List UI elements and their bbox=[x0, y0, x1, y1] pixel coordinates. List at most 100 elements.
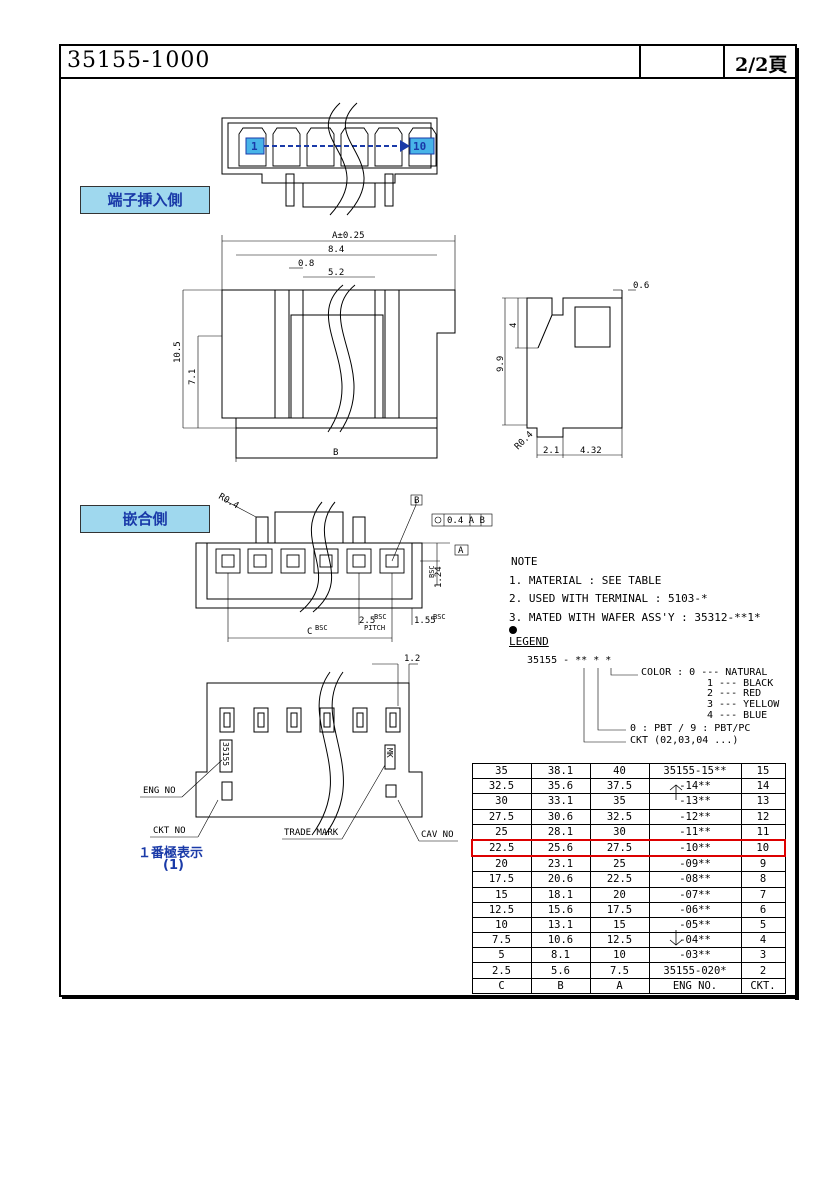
cell-b: 8.1 bbox=[530, 947, 591, 964]
cell-a: 22.5 bbox=[589, 871, 650, 888]
dim-1-2: 1.2 bbox=[404, 654, 420, 664]
cell-c: 12.5 bbox=[471, 901, 532, 918]
cell-eng-no: -13** bbox=[648, 793, 742, 810]
header-b: B bbox=[530, 977, 591, 994]
cell-eng-no: -14** bbox=[648, 778, 742, 795]
position-tolerance: 0.4 A B bbox=[447, 516, 485, 526]
cell-ckt: 10 bbox=[740, 838, 786, 858]
cell-ckt: 12 bbox=[740, 808, 786, 825]
cell-a: 32.5 bbox=[589, 808, 650, 825]
legend-ckt: CKT (02,03,04 ...) bbox=[630, 735, 739, 746]
cell-c: 2.5 bbox=[471, 962, 532, 979]
note-1: 1. MATERIAL : SEE TABLE bbox=[509, 574, 662, 587]
dim-bsc-vertical: BSC bbox=[428, 565, 436, 578]
cell-b: 35.6 bbox=[530, 778, 591, 795]
pin1-number-label: (1) bbox=[163, 858, 184, 873]
dim-1-24: 1.24 bbox=[434, 566, 444, 588]
cell-ckt: 11 bbox=[740, 823, 786, 841]
eng-no-callout: ENG NO bbox=[143, 786, 176, 796]
dim-0-8: 0.8 bbox=[298, 259, 314, 269]
cell-c: 30 bbox=[471, 793, 532, 810]
cell-ckt: 6 bbox=[740, 901, 786, 918]
datum-b: B bbox=[414, 496, 419, 506]
cell-a: 40 bbox=[589, 762, 650, 780]
cell-eng-no: -07** bbox=[648, 886, 742, 903]
dim-c: C bbox=[307, 627, 312, 637]
dim-9-9: 9.9 bbox=[496, 356, 506, 372]
cell-eng-no: 35155-020* bbox=[648, 962, 742, 979]
cell-eng-no: -06** bbox=[648, 901, 742, 918]
stamp-mk: MK bbox=[385, 748, 394, 758]
dim-4: 4 bbox=[509, 323, 519, 328]
dim-2-1: 2.1 bbox=[543, 446, 559, 456]
pin1-display-label: １番極表示 bbox=[138, 846, 204, 861]
cell-eng-no: -09** bbox=[648, 855, 742, 873]
cell-c: 27.5 bbox=[471, 808, 532, 825]
side-view bbox=[526, 290, 623, 438]
dim-1-55: 1.55 bbox=[414, 616, 436, 626]
cell-ckt: 15 bbox=[740, 762, 786, 780]
cell-b: 20.6 bbox=[530, 871, 591, 888]
header-ckt: CKT. bbox=[740, 977, 786, 994]
cell-c: 5 bbox=[471, 947, 532, 964]
cell-c: 7.5 bbox=[471, 932, 532, 949]
dim-a: A±0.25 bbox=[332, 231, 365, 241]
note-3: 3. MATED WITH WAFER ASS'Y : 35312-**1* bbox=[509, 611, 761, 624]
cell-ckt: 2 bbox=[740, 962, 786, 979]
cav-no-callout: CAV NO bbox=[421, 830, 454, 840]
bottom-dimensions bbox=[140, 663, 458, 842]
legend-color-2: 2 --- RED bbox=[707, 688, 762, 699]
datum-a: A bbox=[458, 546, 464, 556]
cell-a: 12.5 bbox=[589, 932, 650, 949]
break-line-bottom bbox=[311, 671, 344, 836]
cell-ckt: 9 bbox=[740, 855, 786, 873]
mating-dimensions bbox=[223, 494, 493, 642]
cell-c: 20 bbox=[471, 855, 532, 873]
cell-ckt: 8 bbox=[740, 871, 786, 888]
cell-b: 15.6 bbox=[530, 901, 591, 918]
cell-b: 30.6 bbox=[530, 808, 591, 825]
stamp-part: 35155 bbox=[221, 742, 230, 766]
page-number: 2/2頁 bbox=[735, 54, 788, 76]
front-view bbox=[221, 289, 456, 459]
cell-eng-no: -05** bbox=[648, 916, 742, 934]
pin10-marker: 10 bbox=[413, 140, 426, 153]
dim-r0-4-side: R0.4 bbox=[513, 430, 535, 452]
dim-pitch: 2.5 bbox=[359, 616, 375, 626]
cell-b: 33.1 bbox=[530, 793, 591, 810]
cell-b: 13.1 bbox=[530, 916, 591, 934]
bottom-view bbox=[195, 682, 423, 818]
break-line-top bbox=[327, 102, 365, 216]
cell-a: 37.5 bbox=[589, 778, 650, 795]
cell-eng-no: 35155-15** bbox=[648, 762, 742, 780]
dim-0-6: 0.6 bbox=[633, 281, 649, 291]
cell-c: 35 bbox=[471, 762, 532, 780]
header-a: A bbox=[589, 977, 650, 994]
cell-ckt: 4 bbox=[740, 932, 786, 949]
cell-a: 17.5 bbox=[589, 901, 650, 918]
note-2: 2. USED WITH TERMINAL : 5103-* bbox=[509, 592, 708, 605]
legend-bullet-icon bbox=[509, 626, 517, 634]
cell-eng-no: -04** bbox=[648, 932, 742, 949]
title-cell-empty bbox=[639, 46, 725, 77]
pin1-box bbox=[245, 137, 265, 155]
cell-a: 30 bbox=[589, 823, 650, 841]
sheet-shadow-right bbox=[795, 48, 799, 1000]
dim-5-2: 5.2 bbox=[328, 268, 344, 278]
cell-ckt: 14 bbox=[740, 778, 786, 795]
legend-material: 0 : PBT / 9 : PBT/PC bbox=[630, 723, 751, 734]
title-cell-page: 2/2頁 bbox=[723, 46, 797, 77]
cell-ckt: 5 bbox=[740, 916, 786, 934]
dim-pitch-bsc: BSC bbox=[374, 613, 387, 621]
cell-a: 10 bbox=[589, 947, 650, 964]
legend-color: COLOR : 0 --- NATURAL bbox=[641, 667, 768, 678]
cell-ckt: 7 bbox=[740, 886, 786, 903]
header-eng-no: ENG NO. bbox=[648, 977, 742, 994]
